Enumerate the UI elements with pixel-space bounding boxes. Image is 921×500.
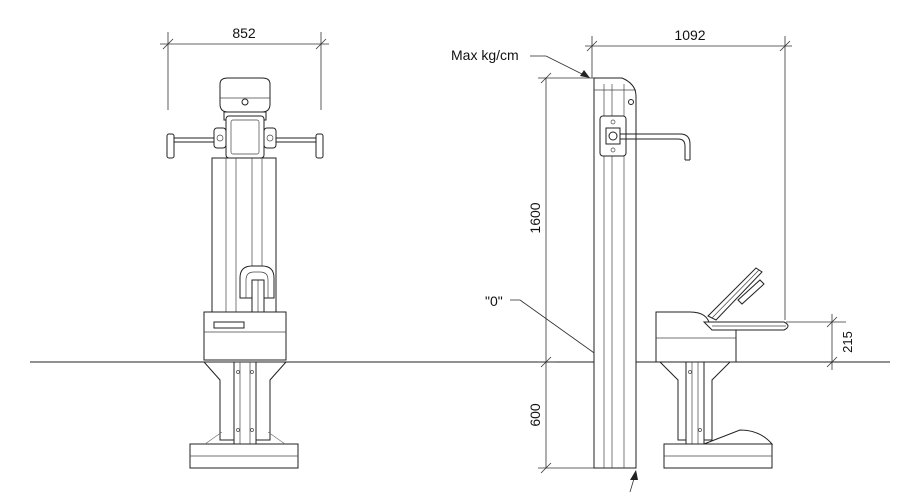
- side-seat: [655, 267, 789, 363]
- front-seat-box: [203, 311, 287, 361]
- max-label-callout: Max kg/cm: [451, 47, 591, 79]
- side-width-dimension: 1092: [585, 27, 792, 320]
- side-width-label: 1092: [674, 27, 705, 43]
- front-width-label: 852: [232, 25, 256, 41]
- seat-height-dimension: 215: [786, 314, 855, 370]
- seat-height-label: 215: [840, 331, 855, 353]
- pivot-hub: [213, 115, 277, 159]
- front-width-dimension: 852: [160, 25, 329, 110]
- front-base: [189, 361, 299, 469]
- side-handle: [599, 115, 691, 161]
- zero-label: "0": [485, 293, 503, 309]
- front-view: 852: [160, 25, 329, 469]
- side-view: 1092 Max kg/cm 1600 600 "0": [451, 27, 855, 493]
- head-cap: [219, 77, 271, 113]
- max-label: Max kg/cm: [451, 47, 519, 63]
- bottom-arrow: [629, 470, 638, 493]
- height-below-label: 600: [527, 403, 543, 427]
- height-above-label: 1600: [527, 202, 543, 233]
- height-dimensions: 1600 600: [527, 72, 594, 474]
- side-base: [658, 361, 774, 469]
- zero-label-callout: "0": [485, 293, 605, 361]
